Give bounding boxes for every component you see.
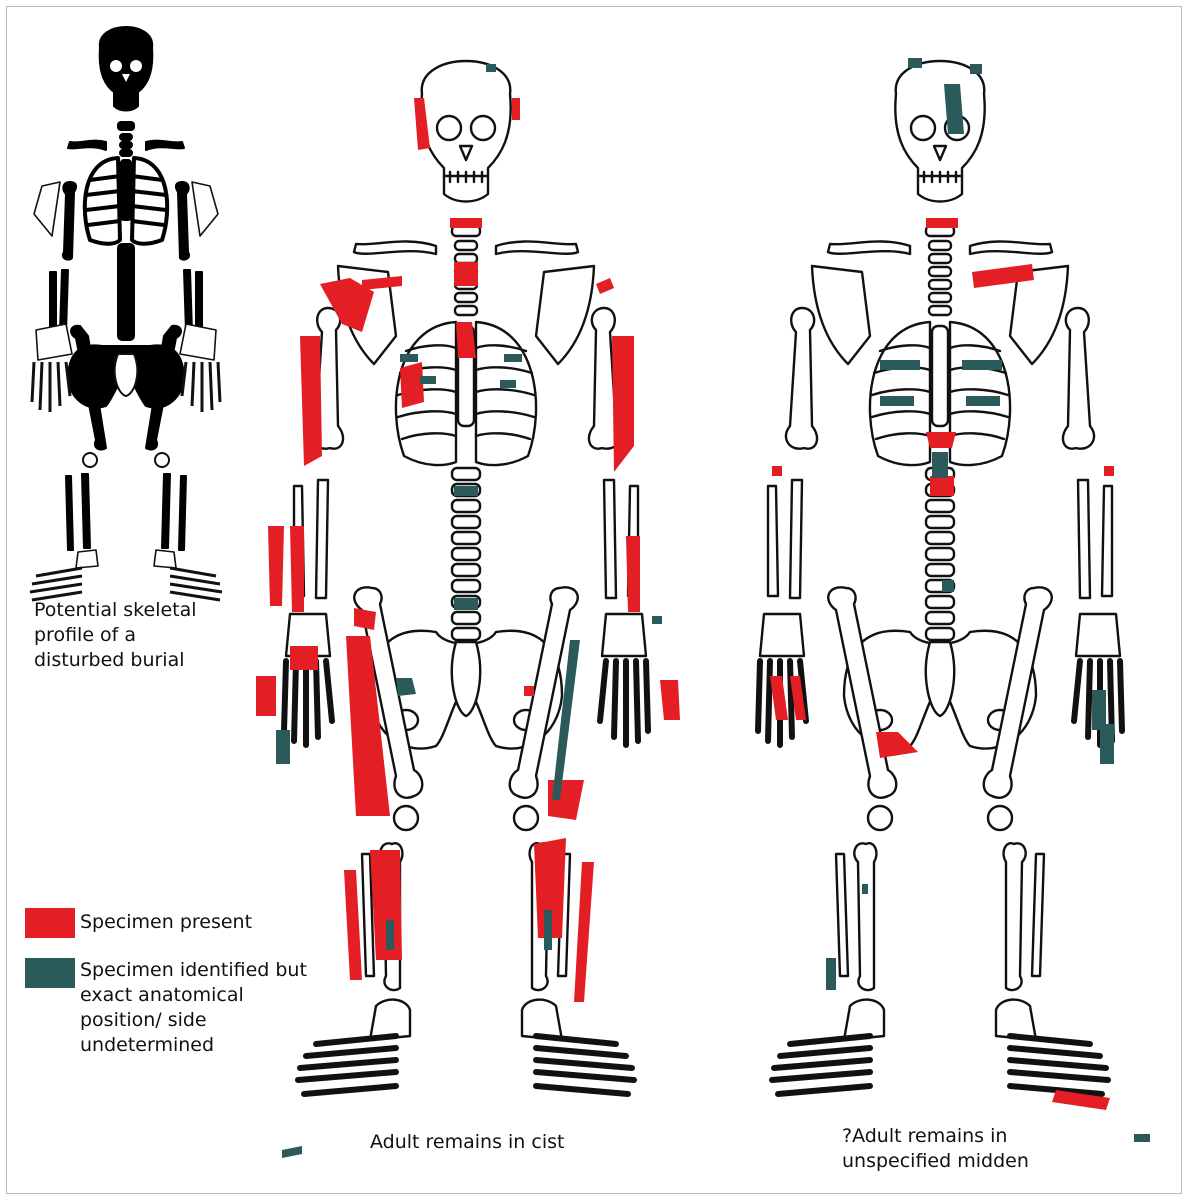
cist-present-region-12: [268, 526, 284, 606]
cist-identified-region-5: [500, 380, 516, 388]
cist-present-region-20: [524, 686, 534, 696]
midden-identified-region-1: [908, 58, 922, 68]
cist-identified-region-11: [386, 920, 394, 950]
midden-present-region-5: [772, 466, 782, 476]
legend-swatch-identified: [25, 958, 75, 988]
cist-identified-region-13: [282, 1146, 302, 1158]
midden-present-region-4: [930, 476, 954, 496]
cist-identified-region-9: [276, 730, 290, 764]
cist-present-region-14: [626, 536, 640, 612]
cist-present-region-4: [454, 262, 478, 286]
cist-identified-region-6: [454, 486, 478, 496]
midden-identified-region-13: [1134, 1134, 1150, 1142]
cist-present-region-2: [512, 98, 520, 120]
cist-identified-region-7: [454, 598, 478, 610]
cist-present-region-19: [660, 680, 680, 720]
cist-identified-region-1: [486, 64, 496, 72]
cist-present-region-9: [400, 362, 424, 408]
cist-present-region-17: [290, 646, 318, 670]
cist-present-region-25: [574, 862, 594, 1002]
profile-skeleton: [30, 27, 222, 600]
legend-label-present: Specimen present: [80, 910, 252, 935]
cist-present-region-18: [256, 676, 276, 716]
cist-identified-region-3: [504, 354, 522, 362]
legend-swatch-present: [25, 908, 75, 938]
midden-identified-region-8: [932, 452, 948, 478]
midden-present-region-6: [1104, 466, 1114, 476]
skeleton-cist: [256, 61, 680, 1158]
midden-identified-region-4: [880, 360, 920, 370]
cist-identified-region-14: [652, 616, 662, 624]
midden-caption: ?Adult remains in unspecified midden: [842, 1124, 1029, 1174]
midden-present-region-8: [770, 676, 788, 720]
cist-present-region-3: [450, 218, 482, 228]
midden-present-region-3: [926, 432, 956, 448]
midden-identified-region-14: [942, 580, 954, 592]
legend-label-identified: Specimen identified but exact anatomical…: [80, 958, 307, 1058]
cist-identified-region-2: [400, 354, 418, 362]
midden-identified-region-11: [826, 958, 836, 990]
midden-identified-region-2: [970, 64, 982, 74]
midden-identified-region-6: [880, 396, 914, 406]
cist-identified-region-12: [544, 910, 552, 950]
midden-identified-region-7: [966, 396, 1000, 406]
profile-caption: Potential skeletal profile of a disturbe…: [34, 598, 197, 673]
cist-present-region-11: [612, 336, 634, 472]
cist-present-region-7: [596, 278, 614, 294]
midden-identified-region-5: [962, 360, 1002, 370]
cist-present-region-13: [290, 526, 304, 612]
skeleton-midden: [758, 58, 1150, 1142]
midden-present-region-1: [926, 218, 958, 228]
cist-present-region-10: [300, 336, 322, 466]
cist-caption: Adult remains in cist: [370, 1130, 564, 1155]
cist-identified-region-4: [420, 376, 436, 384]
midden-identified-region-12: [862, 884, 868, 894]
cist-present-region-23: [344, 870, 362, 980]
midden-identified-region-10: [1100, 724, 1114, 764]
